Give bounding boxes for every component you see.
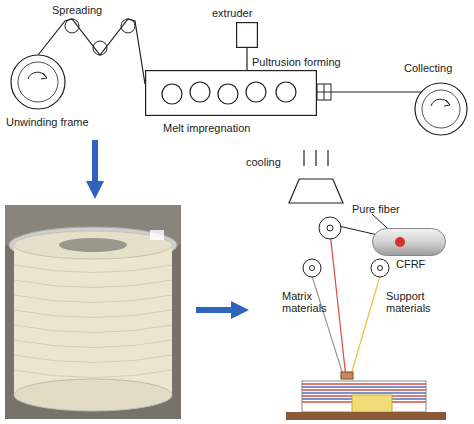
flow-arrow xyxy=(196,307,240,313)
step-label: Pultrusion forming xyxy=(252,56,341,68)
part-label: Matrix materials xyxy=(282,290,336,314)
node-label: extruder xyxy=(212,7,252,19)
extruder-box: extruder xyxy=(236,22,258,48)
unwinding-frame: Unwinding frame xyxy=(10,54,66,110)
node-label: CFRF xyxy=(396,258,425,270)
cfrf-filament: CFRF xyxy=(372,228,446,256)
cooling-unit: cooling xyxy=(288,178,344,204)
cooling-ticks xyxy=(304,150,328,166)
fiber-line xyxy=(246,48,247,70)
spool-photo xyxy=(5,205,181,419)
node-label: Unwinding frame xyxy=(6,116,89,128)
step-label: Spreading xyxy=(52,4,102,16)
node-label: Collecting xyxy=(404,62,452,74)
impregnation-rollers xyxy=(162,82,296,104)
die-line xyxy=(324,84,325,100)
cfrf-filament-outline xyxy=(372,228,446,256)
fiber-line xyxy=(317,91,421,92)
spreading-rollers xyxy=(65,19,135,55)
collecting-reel-outline xyxy=(414,82,468,136)
node-label: cooling xyxy=(246,156,281,168)
pultrusion-die xyxy=(317,84,331,100)
printed-part xyxy=(286,381,446,420)
part-label: Pure fiber xyxy=(352,203,400,215)
part-label: Support materials xyxy=(386,290,446,314)
node-label: Melt impregnation xyxy=(163,122,250,134)
collecting-reel: Collecting xyxy=(414,82,468,136)
cooling-unit-outline xyxy=(288,178,344,204)
unwinding-frame-outline xyxy=(10,54,66,110)
extruder-box-outline xyxy=(236,22,258,48)
flow-arrow xyxy=(92,140,98,190)
